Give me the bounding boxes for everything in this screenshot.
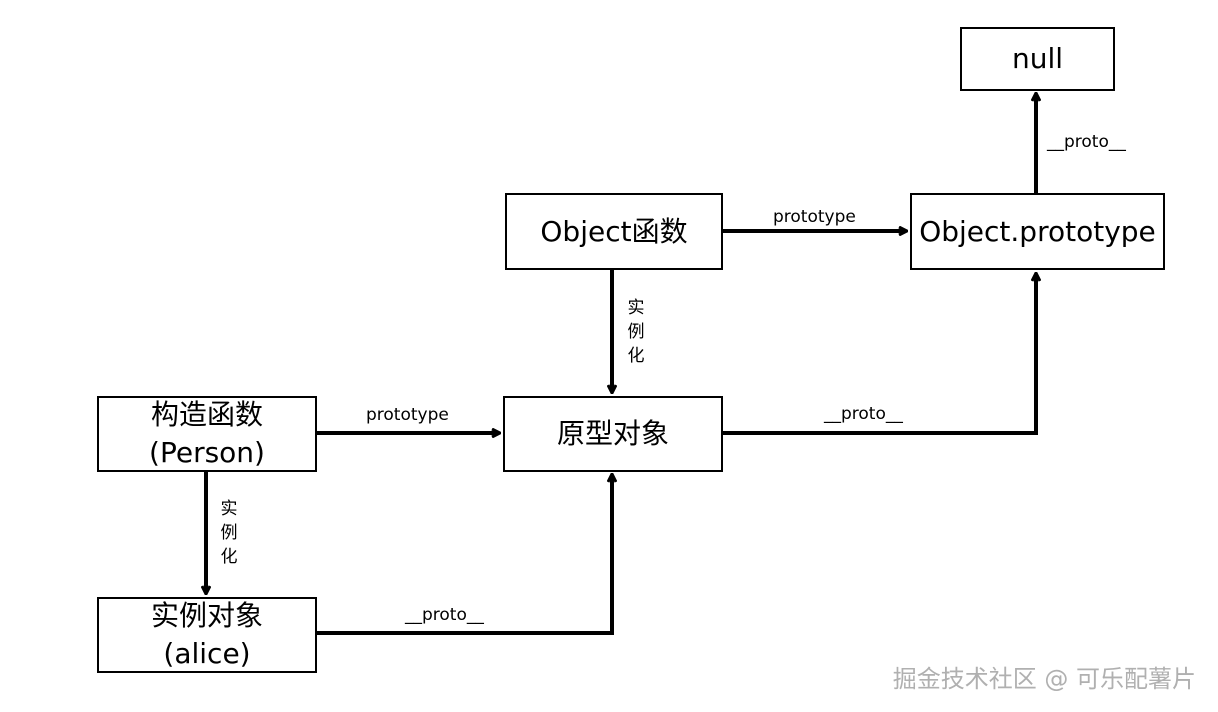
instantiate-char: 例 (627, 322, 645, 342)
prototype-object-label: 原型对象 (556, 417, 669, 450)
edge-label-object-fn-prototype: prototype (773, 207, 856, 227)
constructor-name: (Person) (149, 436, 265, 469)
edge-label-constructor-instantiate: 实 例 化 (219, 497, 239, 569)
object-function-label: Object函数 (540, 214, 688, 248)
edge-label-instance-proto: __proto__ (405, 605, 484, 625)
object-function-box: Object函数 (505, 193, 723, 270)
arrow-proto-to-object-proto (723, 274, 1036, 435)
prototype-object-box: 原型对象 (503, 396, 723, 472)
instantiate-char: 实 (220, 499, 238, 519)
instantiate-char: 实 (627, 298, 645, 318)
edge-label-object-proto-proto: __proto__ (1047, 132, 1126, 152)
edge-label-object-fn-instantiate: 实 例 化 (626, 296, 646, 368)
arrow-instance-to-proto (317, 475, 612, 635)
null-label: null (1011, 42, 1064, 75)
null-box: null (960, 27, 1115, 91)
edge-label-constructor-prototype: prototype (366, 405, 449, 425)
instance-box: 实例对象 (alice) (97, 597, 317, 673)
constructor-label: 构造函数 (150, 398, 263, 431)
instance-name: (alice) (163, 637, 251, 670)
constructor-box: 构造函数 (Person) (97, 396, 317, 472)
object-prototype-label: Object.prototype (919, 214, 1156, 248)
instantiate-char: 化 (627, 346, 645, 366)
instantiate-char: 化 (220, 547, 238, 567)
instance-label: 实例对象 (150, 599, 263, 632)
instantiate-char: 例 (220, 523, 238, 543)
watermark: 掘金技术社区 @ 可乐配薯片 (892, 665, 1196, 693)
object-prototype-box: Object.prototype (910, 193, 1165, 270)
edge-label-proto-object-proto: __proto__ (824, 404, 903, 424)
